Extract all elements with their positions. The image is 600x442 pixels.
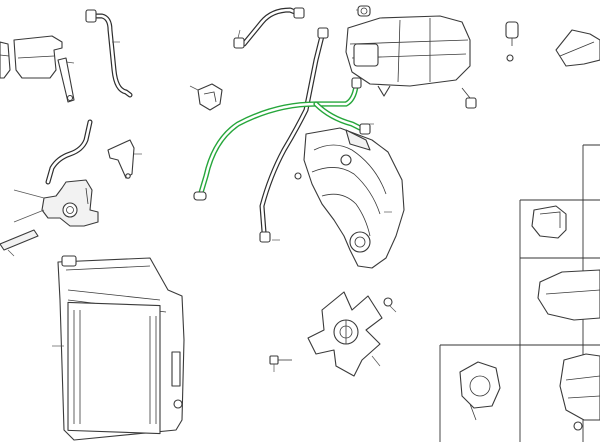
part-10-fitting (461, 87, 477, 109)
part-42-canister (13, 35, 75, 103)
expansion-tank (345, 15, 471, 97)
part-47-clip (531, 205, 567, 239)
part-12-sensor (505, 21, 519, 46)
fan-assembly (307, 291, 383, 377)
part-13-hose-highlighted (193, 77, 363, 201)
part-36-rod (0, 229, 39, 251)
part-44-hose (85, 9, 133, 98)
part-23-nut (383, 297, 393, 307)
tank-right-middle (537, 269, 600, 321)
part-8-cap-top (357, 5, 371, 17)
part-31-clamp-upper (359, 123, 371, 135)
engine-cover-5432-00 (294, 127, 405, 269)
tank-bottom-right (559, 353, 600, 431)
part-48-strap (459, 361, 501, 421)
part-32-clamp-top (233, 37, 245, 49)
part-29-hose (259, 27, 329, 243)
bracket-top-right (555, 29, 600, 67)
radiator-assembly (57, 255, 185, 441)
part-4-hose (241, 7, 305, 47)
part-39-pump (41, 179, 99, 227)
reservoir-bottle-left (0, 41, 11, 79)
part-20-bolt (269, 355, 292, 365)
part-33-washer (506, 54, 514, 62)
part-41-bracket (107, 139, 135, 179)
part-40-hose (45, 119, 93, 185)
part-30-43-clamp (197, 83, 223, 111)
